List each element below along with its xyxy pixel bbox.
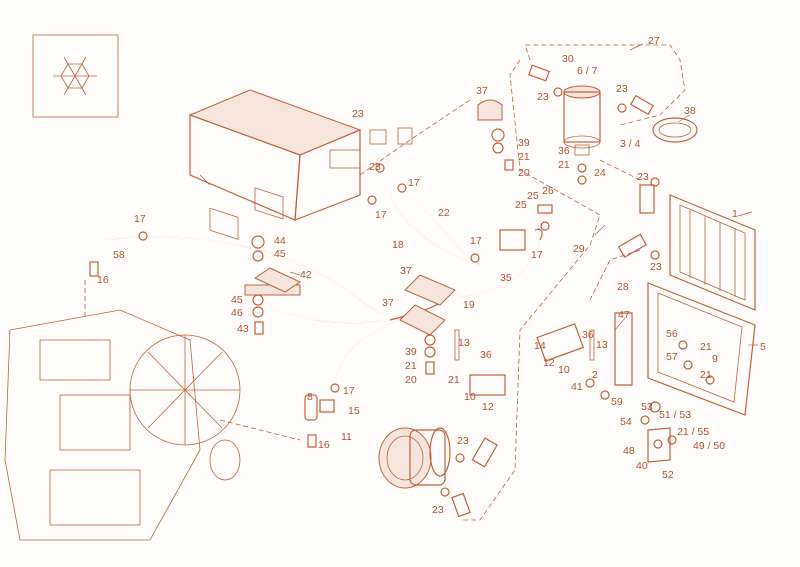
label-26: 26	[542, 185, 554, 197]
label-2: 2	[592, 369, 598, 381]
label-13: 13	[458, 337, 470, 349]
label-47: 47	[618, 309, 630, 321]
label-29: 29	[573, 243, 585, 255]
label-17: 17	[470, 235, 482, 247]
label-17: 17	[531, 249, 543, 261]
label-23: 23	[650, 261, 662, 273]
label-17: 17	[375, 209, 387, 221]
label-21-55: 21 / 55	[677, 426, 709, 438]
label-21: 21	[405, 360, 417, 372]
label-21: 21	[700, 369, 712, 381]
label-25: 25	[515, 199, 527, 211]
label-6-7: 6 / 7	[577, 65, 598, 77]
label-1: 1	[732, 208, 738, 220]
label-24: 24	[594, 167, 606, 179]
label-27: 27	[648, 35, 660, 47]
label-21: 21	[448, 374, 460, 386]
label-25: 25	[527, 190, 539, 202]
label-10: 10	[558, 364, 570, 376]
label-39: 39	[405, 346, 417, 358]
label-36: 36	[558, 145, 570, 157]
label-22: 22	[438, 207, 450, 219]
label-13: 13	[596, 339, 608, 351]
label-42: 42	[300, 269, 312, 281]
label-23: 23	[637, 171, 649, 183]
label-30: 30	[562, 53, 574, 65]
snowflake-icon	[32, 34, 119, 118]
leader-lines	[289, 43, 758, 346]
label-11: 11	[341, 431, 352, 443]
label-14: 14	[534, 340, 546, 352]
label-53: 53	[641, 401, 653, 413]
label-12: 12	[482, 401, 494, 413]
label-20: 20	[518, 167, 530, 179]
label-10: 10	[464, 391, 476, 403]
label-19: 19	[463, 299, 475, 311]
label-37: 37	[382, 297, 394, 309]
label-52: 52	[662, 469, 674, 481]
pipe-clamp	[477, 99, 503, 121]
label-51-53: 51 / 53	[659, 409, 691, 421]
label-36: 36	[480, 349, 492, 361]
plate	[647, 427, 671, 463]
label-17: 17	[134, 213, 146, 225]
label-5: 5	[760, 341, 766, 353]
fittings	[89, 87, 715, 518]
label-36: 36	[582, 329, 594, 341]
label-44: 44	[274, 235, 286, 247]
label-16: 16	[97, 274, 109, 286]
label-15: 15	[348, 405, 360, 417]
label-23: 23	[457, 435, 469, 447]
label-23: 23	[432, 504, 444, 516]
label-57: 57	[666, 351, 678, 363]
evaporator-housing	[188, 89, 413, 240]
condenser-frame	[647, 282, 756, 416]
condenser	[669, 194, 756, 311]
bracket	[614, 312, 633, 386]
part-labels: 27 30 6 / 7 23 23 38 3 / 4 36 21 24 37 3…	[97, 35, 766, 516]
label-54: 54	[620, 416, 632, 428]
label-9: 9	[712, 353, 718, 365]
label-41: 41	[571, 381, 583, 393]
engine-illustration	[4, 309, 241, 541]
label-48: 48	[623, 445, 635, 457]
label-49-50: 49 / 50	[693, 440, 725, 452]
label-21: 21	[700, 341, 712, 353]
label-17: 17	[343, 385, 355, 397]
label-37: 37	[400, 265, 412, 277]
label-45: 45	[231, 294, 243, 306]
label-17: 17	[408, 177, 420, 189]
label-23: 23	[616, 83, 628, 95]
label-59: 59	[611, 396, 623, 408]
label-21: 21	[518, 151, 530, 163]
label-23: 23	[352, 108, 364, 120]
label-23: 23	[537, 91, 549, 103]
label-38: 38	[684, 105, 696, 117]
label-12: 12	[543, 357, 555, 369]
label-39: 39	[518, 137, 530, 149]
label-46: 46	[231, 307, 243, 319]
label-20: 20	[405, 374, 417, 386]
label-37: 37	[476, 85, 488, 97]
receiver-drier	[528, 64, 698, 156]
hoses	[99, 194, 543, 386]
label-43: 43	[237, 323, 249, 335]
compressor	[378, 427, 451, 489]
label-23: 23	[369, 161, 381, 173]
label-40: 40	[636, 460, 648, 472]
label-8: 8	[307, 391, 313, 403]
label-3-4: 3 / 4	[620, 138, 641, 150]
label-28: 28	[617, 281, 629, 293]
label-18: 18	[392, 239, 404, 251]
label-16: 16	[318, 439, 330, 451]
label-58: 58	[113, 249, 125, 261]
label-35: 35	[500, 272, 512, 284]
label-45: 45	[274, 248, 286, 260]
label-21: 21	[558, 159, 570, 171]
label-56: 56	[666, 328, 678, 340]
